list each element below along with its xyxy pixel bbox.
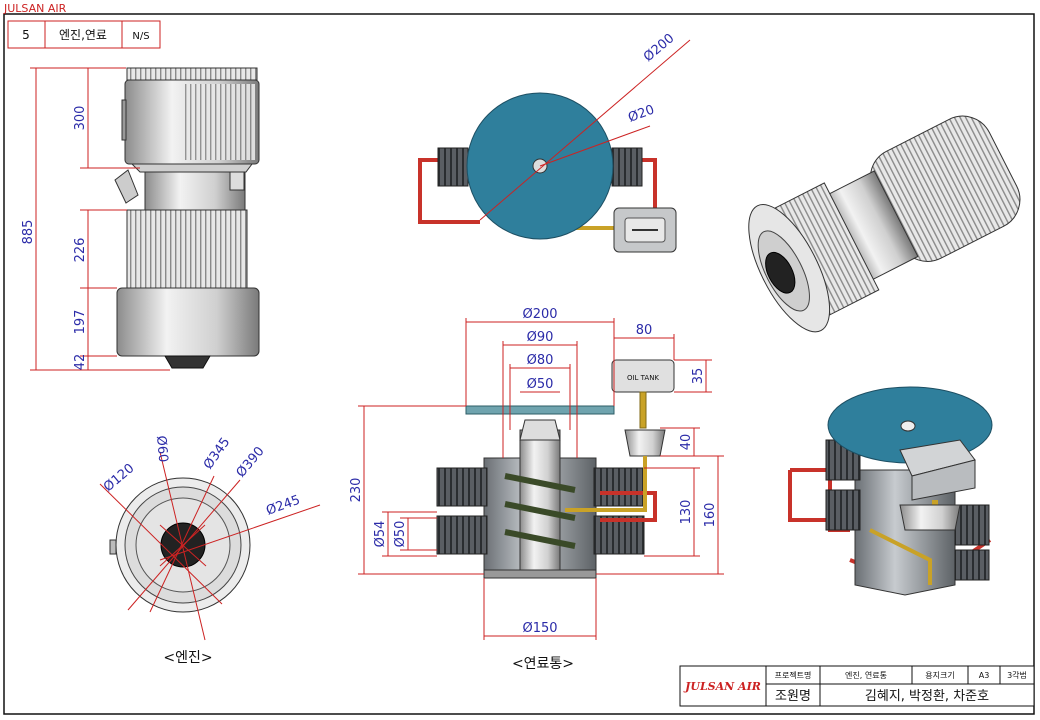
dim-d345: Ø345 <box>201 435 233 472</box>
dim-sec-h230: 230 <box>349 478 364 503</box>
dim-sec-d50b: Ø50 <box>393 521 408 548</box>
corner-label: JULSAN AIR <box>3 2 67 15</box>
tank-top-view: Ø200 Ø20 <box>418 31 691 253</box>
title-block: JULSAN AIR 프로젝트명 엔진, 연료통 용지크기 A3 3각법 조원명… <box>679 665 1035 707</box>
dim-sec-h35: 35 <box>691 368 706 385</box>
view-label: 3각법 <box>1007 670 1027 680</box>
engine-side-view <box>114 67 260 369</box>
dim-d390: Ø390 <box>234 444 268 480</box>
dim-sec-d200: Ø200 <box>522 307 557 322</box>
title-logo: JULSAN AIR <box>683 680 761 693</box>
project-value: 엔진, 연료통 <box>845 670 887 680</box>
engine-side-dims: 885 300 226 197 42 <box>21 67 170 371</box>
dim-sec-w80: 80 <box>636 323 653 338</box>
dim-sec-h40: 40 <box>679 434 694 451</box>
dim-226: 226 <box>73 238 88 263</box>
dim-sec-h160: 160 <box>703 503 718 528</box>
dim-300: 300 <box>73 106 88 131</box>
dim-sec-d90: Ø90 <box>527 330 554 345</box>
tank-caption: <연료통> <box>512 656 574 672</box>
header-scale: N/S <box>132 31 149 42</box>
paper-label: 용지크기 <box>925 671 954 680</box>
dim-d60: Ø60 <box>153 435 170 463</box>
header-number: 5 <box>22 28 30 42</box>
dim-885: 885 <box>21 220 36 245</box>
dim-top-d200: Ø200 <box>641 31 677 65</box>
team-value: 김혜지, 박정환, 차준호 <box>865 689 989 704</box>
oil-tank-label: OIL TANK <box>627 374 659 382</box>
tank-section-view: OIL TANK <box>436 359 675 579</box>
dim-sec-h130: 130 <box>679 500 694 525</box>
project-label: 프로젝트명 <box>775 670 812 680</box>
dim-top-d20: Ø20 <box>626 103 656 126</box>
engine-front-view: Ø120 Ø60 Ø345 Ø390 Ø245 <엔진> <box>99 435 321 666</box>
dim-d120: Ø120 <box>101 461 137 495</box>
sheet-border <box>3 13 1035 715</box>
dim-sec-d80: Ø80 <box>527 353 554 368</box>
tank-iso-view <box>788 386 993 596</box>
dim-sec-d50: Ø50 <box>527 377 554 392</box>
engine-caption: <엔진> <box>163 650 212 666</box>
dim-42: 42 <box>73 354 88 371</box>
header-title: 엔진,연료 <box>59 28 107 42</box>
tank-section-dims: Ø200 80 Ø90 Ø80 Ø50 35 40 130 160 230 <box>349 307 724 672</box>
dim-d245: Ø245 <box>264 493 302 519</box>
paper-value: A3 <box>979 671 990 680</box>
dim-sec-d54: Ø54 <box>373 521 388 548</box>
engine-iso-view <box>748 115 1021 333</box>
team-label: 조원명 <box>775 689 811 704</box>
dim-197: 197 <box>73 310 88 335</box>
dim-sec-d150: Ø150 <box>522 621 557 636</box>
header-box: 5 엔진,연료 N/S <box>7 20 161 49</box>
